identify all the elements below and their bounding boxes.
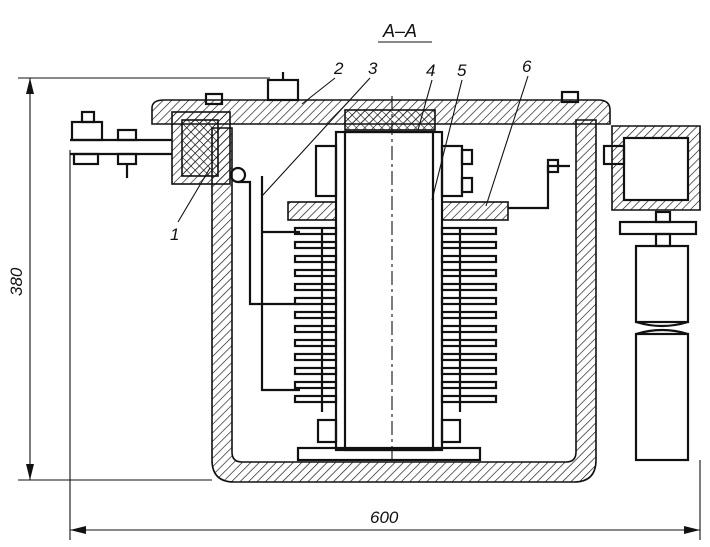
- callout-5: 5: [457, 61, 467, 80]
- width-dimension: [69, 150, 701, 540]
- tank-cover: [151, 72, 611, 131]
- core-clamp: [287, 201, 509, 221]
- callout-1: 1: [170, 225, 179, 244]
- width-dimension-label: 600: [370, 508, 399, 527]
- leader-lines: [177, 75, 529, 223]
- height-dimension: [18, 77, 270, 481]
- cover-insulation: [344, 109, 436, 131]
- callout-3: 3: [368, 59, 378, 78]
- left-terminal: [70, 110, 247, 185]
- lead-wires: [238, 176, 300, 392]
- section-title: A–A: [382, 21, 417, 41]
- right-lead: [508, 158, 570, 210]
- terminal-insulator: [181, 119, 219, 177]
- core-tube: [334, 96, 444, 460]
- winding-left: [293, 226, 338, 412]
- callout-6: 6: [522, 57, 532, 76]
- callout-4: 4: [426, 61, 435, 80]
- height-dimension-label: 380: [7, 267, 26, 296]
- callout-2: 2: [333, 59, 344, 78]
- right-terminal-box: [602, 125, 701, 462]
- tank-body: [211, 119, 597, 483]
- winding-right: [440, 226, 498, 412]
- coil-bolts: [296, 144, 482, 462]
